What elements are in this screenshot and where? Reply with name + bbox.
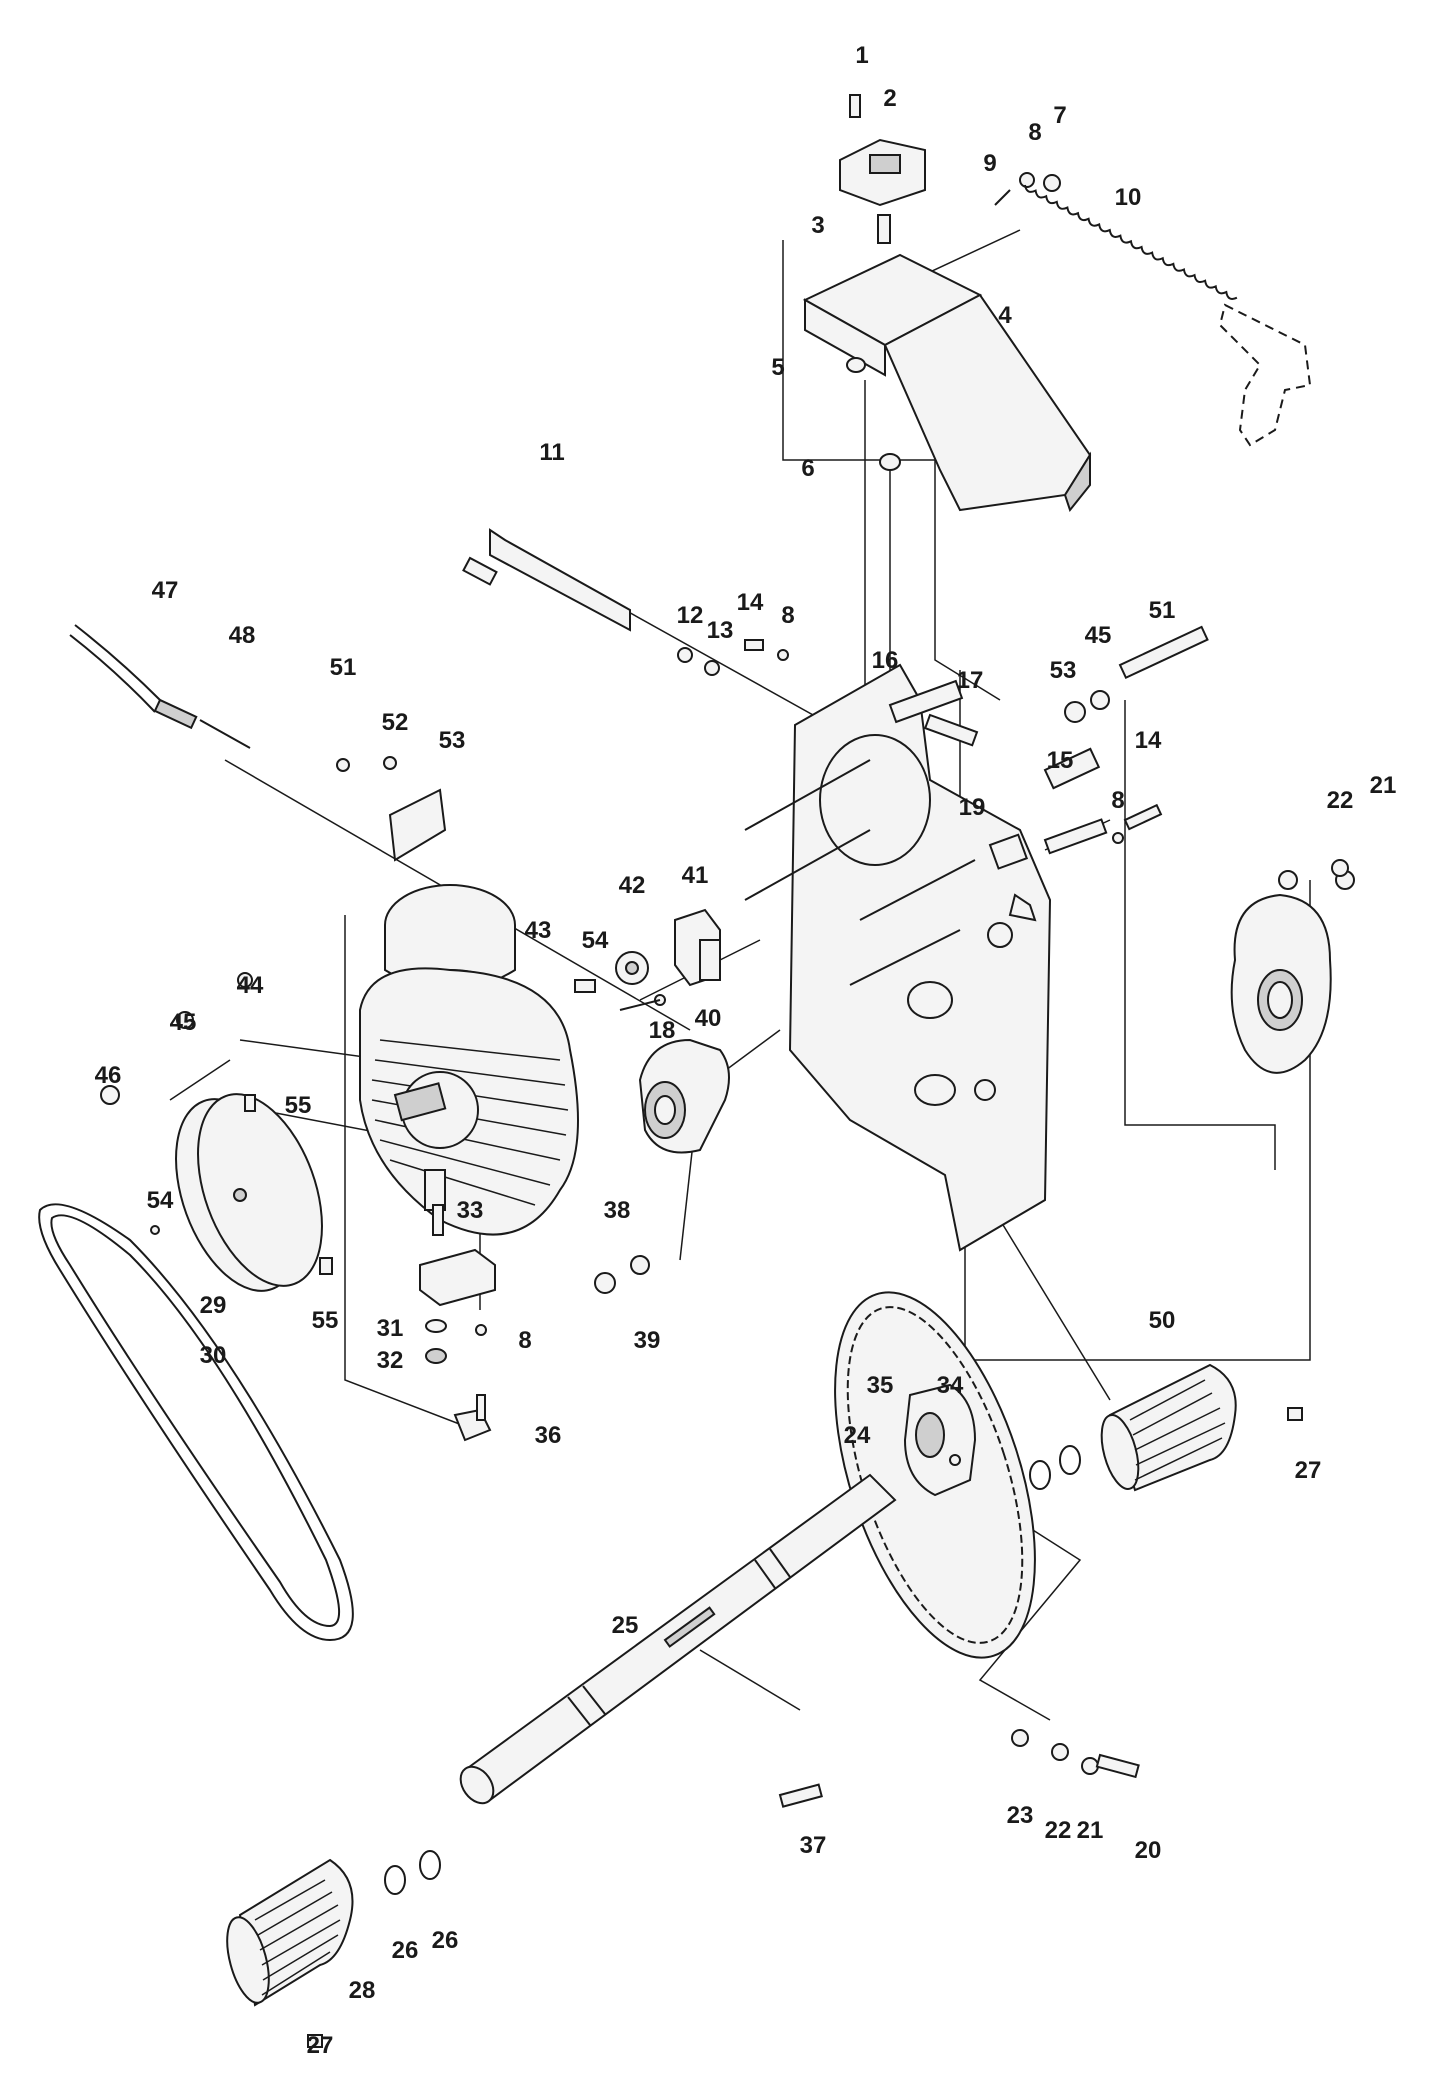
part-label: 48 [229, 622, 256, 649]
part-label: 52 [382, 709, 409, 736]
part-label: 54 [582, 927, 609, 954]
part-label: 32 [377, 1347, 404, 1374]
part-label: 55 [285, 1092, 312, 1119]
pulley-and-belt [38, 1093, 354, 1642]
part-label: 30 [200, 1342, 227, 1369]
part-label: 19 [959, 794, 986, 821]
part-label: 36 [535, 1422, 562, 1449]
part-label: 53 [439, 727, 466, 754]
pillow-block [594, 1038, 730, 1294]
part-label: 35 [867, 1372, 894, 1399]
part-label: 20 [1135, 1837, 1162, 1864]
part-label: 11 [539, 439, 564, 466]
part-label: 45 [1085, 622, 1112, 649]
part-label: 27 [1295, 1457, 1322, 1484]
part-label: 8 [781, 602, 794, 629]
part-label: 46 [95, 1062, 122, 1089]
part-label: 53 [1050, 657, 1077, 684]
part-label: 12 [677, 602, 704, 629]
part-label: 22 [1045, 1817, 1072, 1844]
splined-couplers [226, 1363, 1303, 2048]
part-label: 40 [695, 1005, 722, 1032]
part-label: 14 [1135, 727, 1162, 754]
part-label: 24 [844, 1422, 871, 1449]
part-label: 25 [612, 1612, 639, 1639]
part-label: 31 [377, 1315, 404, 1342]
part-label: 55 [312, 1307, 339, 1334]
part-label: 34 [937, 1372, 964, 1399]
part-label: 21 [1370, 772, 1397, 799]
part-label: 8 [1111, 787, 1124, 814]
part-label: 9 [983, 150, 996, 177]
part-label: 7 [1053, 102, 1066, 129]
part-label: 3 [811, 212, 824, 239]
motor [359, 884, 596, 1236]
rod-and-cable [69, 528, 631, 862]
drive-shaft [459, 1473, 897, 1808]
part-label: 27 [307, 2032, 334, 2059]
part-label: 42 [619, 872, 646, 899]
part-label: 16 [872, 647, 899, 674]
part-label: 1 [855, 42, 868, 69]
part-label: 14 [737, 589, 764, 616]
part-label: 22 [1327, 787, 1354, 814]
part-label: 21 [1077, 1817, 1104, 1844]
part-label: 41 [682, 862, 709, 889]
part-label: 2 [883, 85, 896, 112]
part-label: 8 [518, 1327, 531, 1354]
part-label: 17 [957, 667, 984, 694]
part-label: 47 [152, 577, 179, 604]
main-plate [744, 663, 1101, 1252]
small-sprocket-and-block [615, 908, 721, 1011]
fasteners [100, 625, 1349, 1779]
part-label: 10 [1115, 184, 1142, 211]
guide-lines [169, 229, 1311, 1721]
part-label: 37 [800, 1832, 827, 1859]
part-label: 44 [237, 972, 264, 999]
part-label: 43 [525, 917, 552, 944]
part-label: 26 [432, 1927, 459, 1954]
part-label: 15 [1047, 747, 1074, 774]
motor-mount-block [419, 1248, 496, 1442]
part-label: 26 [392, 1937, 419, 1964]
part-label: 39 [634, 1327, 661, 1354]
part-label: 13 [707, 617, 734, 644]
part-label: 33 [457, 1197, 484, 1224]
part-label: 51 [330, 654, 357, 681]
part-label: 18 [649, 1017, 676, 1044]
part-label: 23 [1007, 1802, 1034, 1829]
bearing-flange [1230, 870, 1355, 1074]
part-label: 45 [170, 1009, 197, 1036]
part-label: 5 [771, 354, 784, 381]
part-label: 50 [1149, 1307, 1176, 1334]
part-label: 29 [200, 1292, 227, 1319]
part-label: 28 [349, 1977, 376, 2004]
control-bracket-assembly [802, 94, 1312, 513]
part-label: 51 [1149, 597, 1176, 624]
part-label: 54 [147, 1187, 174, 1214]
large-sprocket [834, 1291, 1036, 1659]
part-label: 6 [801, 455, 814, 482]
part-label: 4 [998, 302, 1012, 329]
part-label: 38 [604, 1197, 631, 1224]
part-label: 8 [1028, 119, 1041, 146]
part-labels: 1 2 3 4 5 6 7 8 9 10 11 12 13 14 8 16 17… [95, 42, 1397, 2059]
